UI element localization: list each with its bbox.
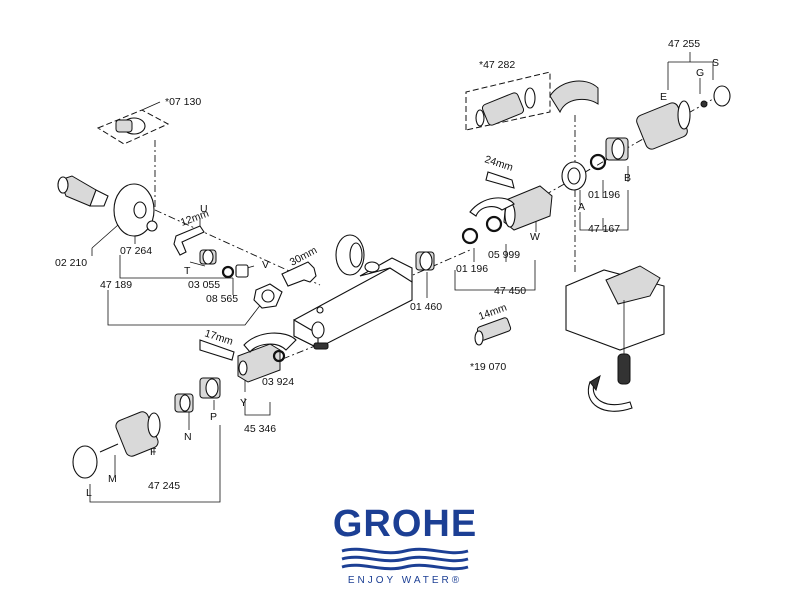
label-47255: 47 255 [668, 38, 700, 50]
label-24mm: 24mm [483, 153, 515, 174]
label-E: E [660, 91, 667, 103]
part-labels: *07 130 02 210 07 264 U T V 03 055 08 56… [55, 38, 719, 499]
label-M: M [108, 473, 117, 485]
label-03055: 03 055 [188, 279, 220, 291]
label-N: N [184, 431, 192, 443]
label-01196-b: 01 196 [588, 189, 620, 201]
logo-tagline: ENJOY WATER® [347, 575, 463, 586]
label-01196-a: 01 196 [456, 263, 488, 275]
logo-wordmark: GROHE [332, 503, 478, 545]
outlet-cap [549, 80, 599, 114]
label-G: G [696, 67, 704, 79]
label-07264: 07 264 [120, 245, 152, 257]
label-Y: Y [240, 397, 247, 409]
label-B: B [624, 172, 631, 184]
label-08565: 08 565 [206, 293, 238, 305]
label-47189: 47 189 [100, 279, 132, 291]
installation-detail [565, 265, 665, 412]
water-waves-icon [341, 547, 469, 571]
part-19070 [474, 317, 512, 346]
label-19070: *19 070 [470, 361, 506, 373]
label-L: L [86, 487, 92, 499]
temperature-handle-group [72, 377, 221, 479]
part-03924-group [199, 332, 297, 383]
outlet-parts-group [561, 137, 629, 191]
nut-parts-left [199, 249, 283, 309]
label-F: F [150, 446, 156, 458]
label-02210: 02 210 [55, 257, 87, 269]
label-01460: 01 460 [410, 301, 442, 313]
label-V: V [262, 259, 269, 271]
label-A: A [578, 201, 585, 213]
label-12mm: 12mm [179, 207, 211, 228]
label-S: S [712, 57, 719, 69]
label-07130: *07 130 [165, 96, 201, 108]
label-U: U [200, 203, 208, 215]
part-07130-box [96, 101, 170, 145]
label-45346: 45 346 [244, 423, 276, 435]
part-47282-box [465, 71, 551, 131]
grohe-logo: GROHE ENJOY WATER® [320, 505, 490, 590]
flow-handle-group [636, 85, 731, 150]
thermostat-body [293, 234, 413, 350]
label-47167: 47 167 [588, 223, 620, 235]
label-T: T [184, 265, 191, 277]
label-47450: 47 450 [494, 285, 526, 297]
part-01460 [415, 251, 435, 271]
label-47245: 47 245 [148, 480, 180, 492]
label-05999: 05 999 [488, 249, 520, 261]
cartridge-47450-group [461, 171, 553, 245]
label-P: P [210, 411, 217, 423]
wrench-30mm [281, 261, 317, 287]
escutcheon-07264 [113, 183, 158, 237]
allen-key-12mm [173, 225, 205, 256]
label-47282: *47 282 [479, 59, 515, 71]
label-03924: 03 924 [262, 376, 294, 388]
label-W: W [530, 231, 540, 243]
hose-inlet-part [57, 175, 109, 207]
